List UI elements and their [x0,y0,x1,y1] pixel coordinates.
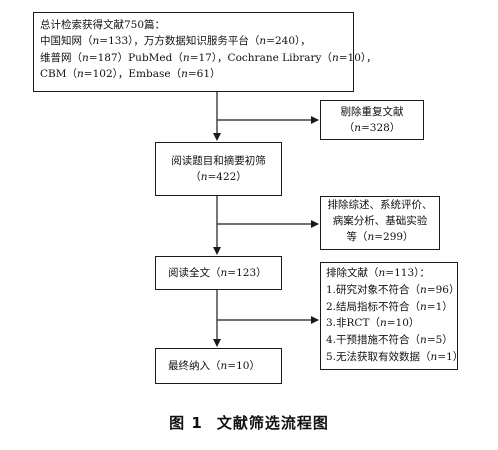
exclude-fulltext-box: 排除文献（n=113）： 1.研究对象不符合（n=96） 2.结局指标不符合（n… [320,262,464,370]
remove-duplicates-label: 剔除重复文献 [340,106,404,118]
exclude-reviews-line-1: 排除综述、系统评价、 [327,199,433,211]
exclude-reason-5: 5.无法获取有效数据（n=1） [326,350,464,363]
final-inclusion-label: 最终纳入（n=10） [168,360,260,372]
title-abstract-screening-box: 阅读题目和摘要初筛 （n=422） [155,142,282,196]
remove-duplicates-count: （n=328） [343,122,401,135]
exclude-reviews-box: 排除综述、系统评价、 病案分析、基础实验 等（n=299） [320,196,440,250]
exclude-reason-1: 1.研究对象不符合（n=96） [326,283,460,296]
exclude-reviews-line-2: 病案分析、基础实验 [332,214,428,227]
search-line-2: 中国知网（n=133），万方数据知识服务平台（n=240）， [40,35,311,48]
exclude-reason-4: 4.干预措施不符合（n=5） [326,334,453,347]
exclude-reviews-line-3: 等（n=299） [346,230,414,243]
search-line-4: CBM（n=102），Embase（n=61） [40,67,221,80]
search-line-1: 总计检索获得文献750篇： [40,19,166,31]
exclude-fulltext-header: 排除文献（n=113）： [326,267,430,279]
remove-duplicates-box: 剔除重复文献 （n=328） [320,100,424,140]
full-text-reading-box: 阅读全文（n=123） [155,256,282,290]
search-line-3: 维普网（n=187）PubMed（n=17），Cochrane Library（… [40,51,377,64]
search-results-box: 总计检索获得文献750篇： 中国知网（n=133），万方数据知识服务平台（n=2… [33,12,377,92]
figure-caption: 图 1 文献筛选流程图 [0,412,498,433]
exclude-reason-3: 3.非RCT（n=10） [326,317,420,330]
screening-label: 阅读题目和摘要初筛 [171,155,266,167]
figure-title: 文献筛选流程图 [216,414,329,432]
full-text-label: 阅读全文（n=123） [168,267,267,279]
final-inclusion-box: 最终纳入（n=10） [155,348,282,384]
screening-count: （n=422） [190,171,247,184]
exclude-reason-2: 2.结局指标不符合（n=1） [326,300,453,313]
figure-label: 图 1 [169,414,203,432]
